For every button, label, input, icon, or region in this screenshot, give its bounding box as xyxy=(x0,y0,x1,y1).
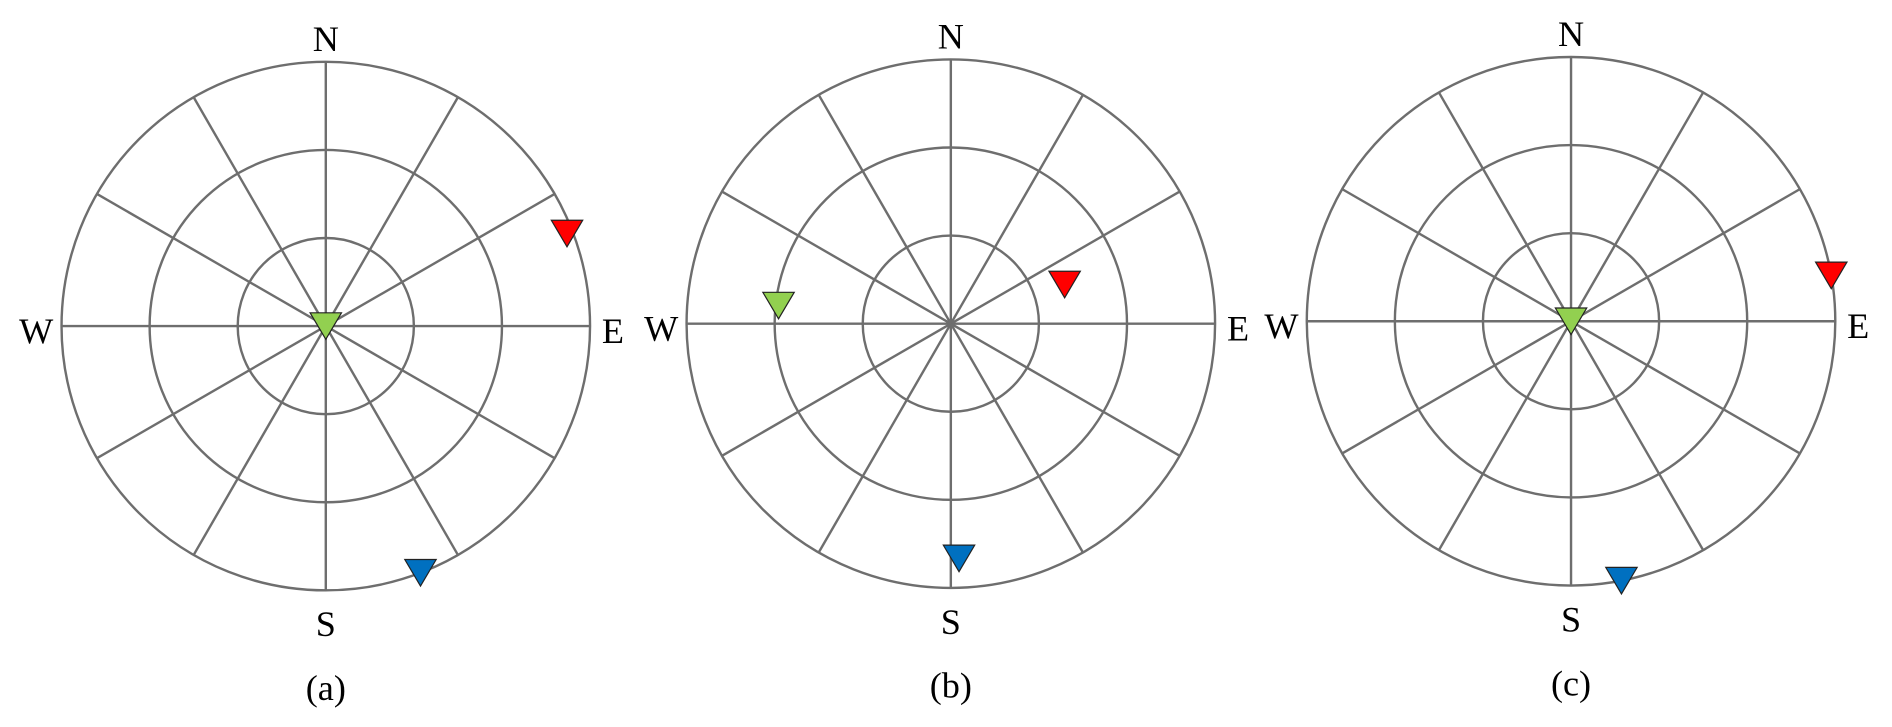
panel-label: (c) xyxy=(1551,663,1591,703)
azimuth-spoke xyxy=(1569,91,1705,322)
azimuth-spoke xyxy=(1437,91,1573,322)
direction-label-east: E xyxy=(1227,309,1249,349)
direction-label-south: S xyxy=(941,602,961,642)
direction-label-west: W xyxy=(1264,306,1299,346)
azimuth-spoke xyxy=(325,192,556,328)
azimuth-spoke xyxy=(96,325,327,460)
skyplot-panel: N S W E (b) xyxy=(644,17,1249,706)
direction-label-south: S xyxy=(316,604,336,644)
azimuth-spoke xyxy=(949,94,1084,325)
direction-label-west: W xyxy=(644,309,679,349)
azimuth-spoke xyxy=(949,323,1084,554)
panel-label: (a) xyxy=(306,668,346,708)
azimuth-spoke xyxy=(1569,320,1705,551)
green-satellite-marker xyxy=(309,312,343,341)
azimuth-spoke xyxy=(192,325,327,556)
skyplot-panel: N S W E (a) xyxy=(19,19,624,708)
azimuth-spoke xyxy=(950,322,1181,457)
red-satellite-marker xyxy=(550,219,584,248)
direction-label-north: N xyxy=(313,19,339,59)
azimuth-spoke xyxy=(192,96,327,327)
azimuth-spoke xyxy=(324,325,459,556)
azimuth-spoke xyxy=(721,322,952,457)
direction-label-north: N xyxy=(1558,14,1584,54)
azimuth-spoke xyxy=(817,323,952,554)
azimuth-spoke xyxy=(817,94,952,325)
panel-label: (b) xyxy=(930,666,972,706)
azimuth-spoke xyxy=(1570,188,1801,323)
green-satellite-marker xyxy=(1554,307,1588,336)
azimuth-spoke xyxy=(1341,188,1572,323)
azimuth-spoke xyxy=(325,325,556,460)
blue-satellite-marker xyxy=(942,544,976,573)
green-satellite-marker xyxy=(761,291,796,321)
direction-label-west: W xyxy=(19,311,54,351)
direction-label-north: N xyxy=(938,17,964,57)
blue-satellite-marker xyxy=(403,558,438,588)
direction-label-east: E xyxy=(602,311,624,351)
red-satellite-marker xyxy=(1814,261,1849,290)
red-satellite-marker xyxy=(1047,270,1082,299)
azimuth-spoke xyxy=(721,190,952,325)
direction-label-south: S xyxy=(1561,599,1581,639)
skyplot-panel: N S W E (c) xyxy=(1264,14,1869,703)
blue-satellite-marker xyxy=(1604,566,1639,596)
azimuth-spoke xyxy=(1341,320,1572,455)
azimuth-spoke xyxy=(1437,320,1573,551)
azimuth-spoke xyxy=(950,190,1181,325)
azimuth-spoke xyxy=(1570,320,1801,455)
azimuth-spoke xyxy=(96,192,327,328)
direction-label-east: E xyxy=(1847,306,1869,346)
azimuth-spoke xyxy=(324,96,459,327)
